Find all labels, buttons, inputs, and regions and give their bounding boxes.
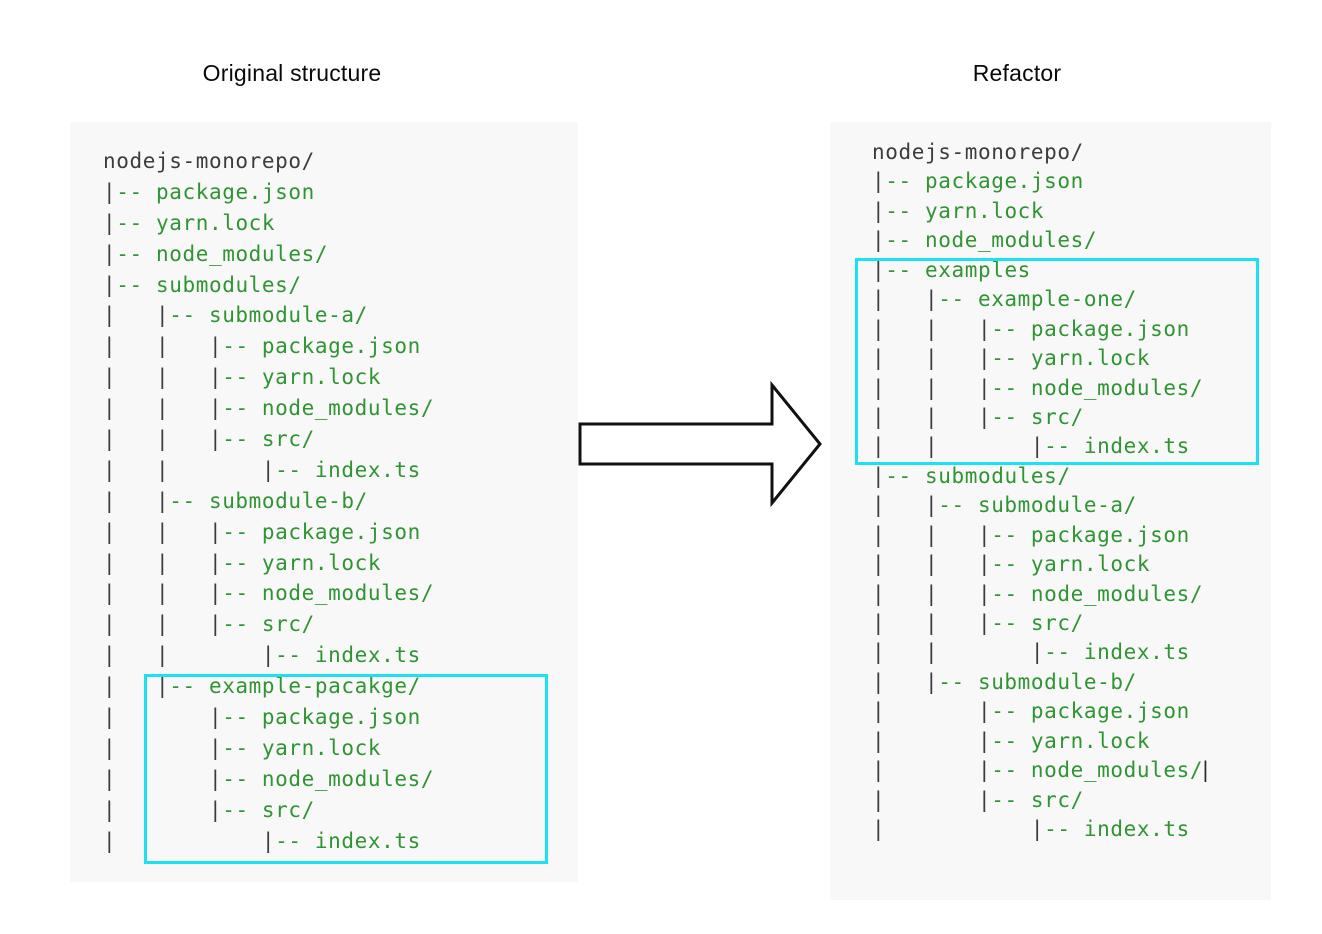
original-structure-panel [70,122,578,882]
tree-line: | | |-- node_modules/ [103,396,435,421]
tree-line: | |-- submodule-b/ [872,669,1137,694]
tree-line: | |-- package.json [872,699,1190,724]
tree-line: | | |-- package.json [103,334,421,359]
tree-line: | | |-- src/ [872,611,1084,635]
tree-line: | |-- index.ts [872,817,1190,842]
right-arrow-icon [578,380,822,508]
tree-line: | | |-- yarn.lock [103,365,382,390]
tree-line: | | |-- node_modules/ [872,375,1204,400]
tree-line: | | |-- index.ts [872,640,1190,665]
refactor-panel [830,122,1271,900]
highlight-box-example-package [144,674,548,864]
tree-line: nodejs-monorepo/ [872,140,1084,164]
tree-line: | | |-- yarn.lock [872,346,1151,371]
tree-line: |-- examples [872,257,1031,282]
original-structure-title: Original structure [202,60,382,86]
tree-line: | | |-- index.ts [103,457,421,482]
tree-line: | |-- example-pacakge/ [103,674,421,699]
tree-line: |-- submodules/ [103,272,302,297]
tree-line: | | |-- node_modules/ [872,581,1204,606]
tree-line: | |-- node_modules/ [103,766,435,791]
tree-line: | |-- submodule-a/ [872,493,1137,518]
tree-line: | | |-- package.json [103,519,421,544]
tree-line: | | |-- index.ts [872,434,1190,459]
tree-line: | |-- index.ts [103,828,421,853]
refactor-file-tree: nodejs-monorepo/ |-- package.json |-- yarn… [872,138,1212,845]
tree-line: | | |-- yarn.lock [872,552,1151,577]
tree-line: | |-- package.json [103,705,421,730]
tree-line: | |-- src/ [872,787,1084,812]
tree-line: | | |-- package.json [872,316,1190,341]
tree-line: | | |-- index.ts [103,643,421,668]
tree-line: |-- yarn.lock [103,210,276,235]
tree-line: | | |-- node_modules/ [103,581,435,606]
tree-line: |-- node_modules/ [872,228,1098,253]
tree-line: | | |-- src/ [872,404,1084,429]
tree-line: | |-- example-one/ [872,287,1137,312]
tree-line: |-- yarn.lock [872,198,1045,223]
tree-line: |-- package.json [103,179,315,204]
tree-line: | |-- yarn.lock [872,728,1151,753]
tree-line: | | |-- package.json [872,522,1190,547]
tree-line: | |-- submodule-a/ [103,303,368,328]
tree-line: | | |-- src/ [103,612,315,637]
tree-line: | |-- submodule-b/ [103,488,368,513]
tree-line: |-- node_modules/ [103,241,329,266]
tree-line: | |-- src/ [103,797,315,822]
tree-line: | |-- yarn.lock [103,735,382,760]
tree-line: nodejs-monorepo/ [103,149,315,173]
tree-line: |-- submodules/ [872,463,1071,488]
tree-line: | |-- node_modules/| [872,758,1213,783]
tree-line: | | |-- src/ [103,427,315,452]
highlight-box-examples [855,258,1259,465]
original-file-tree: nodejs-monorepo/ |-- package.json |-- yarn… [103,146,434,856]
tree-line: | | |-- yarn.lock [103,550,382,575]
tree-line: |-- package.json [872,169,1084,194]
refactor-title: Refactor [972,60,1062,86]
